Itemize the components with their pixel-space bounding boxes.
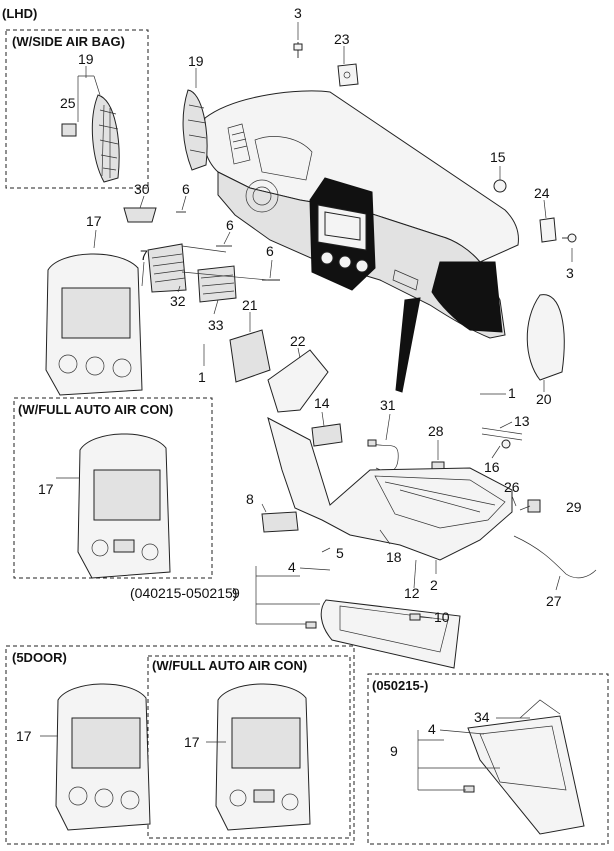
callout-19b: 19 <box>188 53 204 69</box>
callout-17b: 17 <box>38 481 54 497</box>
callout-26: 26 <box>504 479 520 495</box>
callout-34: 34 <box>474 709 490 725</box>
side-air-bag-title: (W/SIDE AIR BAG) <box>12 34 125 49</box>
callout-13: 13 <box>514 413 530 429</box>
callout-4b: 4 <box>428 721 436 737</box>
box-8 <box>261 511 299 533</box>
callout-22: 22 <box>290 333 306 349</box>
glove-box-9-new <box>467 715 585 835</box>
cover-21 <box>229 329 271 383</box>
callout-9b: 9 <box>390 743 398 759</box>
callout-1b: 1 <box>508 385 516 401</box>
callout-23: 23 <box>334 31 350 47</box>
callout-3: 3 <box>294 5 302 21</box>
five-door-box: (5DOOR) <box>5 645 355 845</box>
cap-15 <box>493 179 507 193</box>
callout-17d: 17 <box>184 734 200 750</box>
callout-24: 24 <box>534 185 550 201</box>
lhd-label: (LHD) <box>2 6 37 21</box>
date-050215-box: (050215-) <box>367 673 609 845</box>
bracket-24 <box>539 217 557 243</box>
callout-17: 17 <box>86 213 102 229</box>
callout-16: 16 <box>484 459 500 475</box>
full-auto-air-con-title-2: (W/FULL AUTO AIR CON) <box>152 658 307 673</box>
callout-12: 12 <box>404 585 420 601</box>
callout-19: 19 <box>78 51 94 67</box>
full-auto-air-con-box-2: (W/FULL AUTO AIR CON) <box>147 655 351 839</box>
callout-6b: 6 <box>226 217 234 233</box>
callout-29: 29 <box>566 499 582 515</box>
callout-25: 25 <box>60 95 76 111</box>
side-trim-panel <box>182 89 208 171</box>
callout-28: 28 <box>428 423 444 439</box>
callout-6c: 6 <box>266 243 274 259</box>
callout-20: 20 <box>536 391 552 407</box>
side-air-bag-box: (W/SIDE AIR BAG) <box>5 29 149 189</box>
callout-8: 8 <box>246 491 254 507</box>
callout-3b: 3 <box>566 265 574 281</box>
callout-7: 7 <box>140 247 148 263</box>
side-trim-panel-inset <box>91 94 120 183</box>
side-trim-20 <box>526 294 565 381</box>
callout-10: 10 <box>434 609 450 625</box>
date-range-label: (040215-050215) <box>130 585 237 601</box>
five-door-title: (5DOOR) <box>12 650 67 665</box>
callout-6: 6 <box>182 181 190 197</box>
callout-numbers: 19 25 19 3 23 15 30 6 24 17 6 7 6 3 32 2… <box>16 5 582 759</box>
center-fascia-17-main <box>45 253 143 396</box>
callout-2: 2 <box>430 577 438 593</box>
mounting-bracket-23 <box>337 63 359 87</box>
callout-15: 15 <box>490 149 506 165</box>
center-fascia-17-auto-ac <box>77 433 171 579</box>
callout-30: 30 <box>134 181 150 197</box>
full-auto-air-con-title-1: (W/FULL AUTO AIR CON) <box>18 402 173 417</box>
clip-29 <box>527 499 541 513</box>
leader-lines <box>40 22 573 791</box>
callout-18: 18 <box>386 549 402 565</box>
callout-5: 5 <box>336 545 344 561</box>
switch-30 <box>123 207 157 223</box>
module-14 <box>311 423 343 447</box>
callout-1: 1 <box>198 369 206 385</box>
callout-17c: 17 <box>16 728 32 744</box>
airbag-label-25 <box>61 123 77 137</box>
callout-31: 31 <box>380 397 396 413</box>
callout-4: 4 <box>288 559 296 575</box>
callout-27: 27 <box>546 593 562 609</box>
center-fascia-17-5door <box>55 683 151 831</box>
air-vent-33 <box>197 265 237 303</box>
callout-21: 21 <box>242 297 258 313</box>
callout-32: 32 <box>170 293 186 309</box>
air-vent-32 <box>147 243 187 293</box>
callout-9: 9 <box>232 585 240 601</box>
full-auto-air-con-box-1: (W/FULL AUTO AIR CON) <box>13 397 213 579</box>
trim-22 <box>267 349 329 413</box>
lower-crash-pad-18 <box>267 417 513 561</box>
dashboard-crash-pad <box>202 90 519 393</box>
callout-14: 14 <box>314 395 330 411</box>
center-fascia-17-5door-auto-ac <box>215 683 311 831</box>
callout-33: 33 <box>208 317 224 333</box>
date-050215-title: (050215-) <box>372 678 428 693</box>
